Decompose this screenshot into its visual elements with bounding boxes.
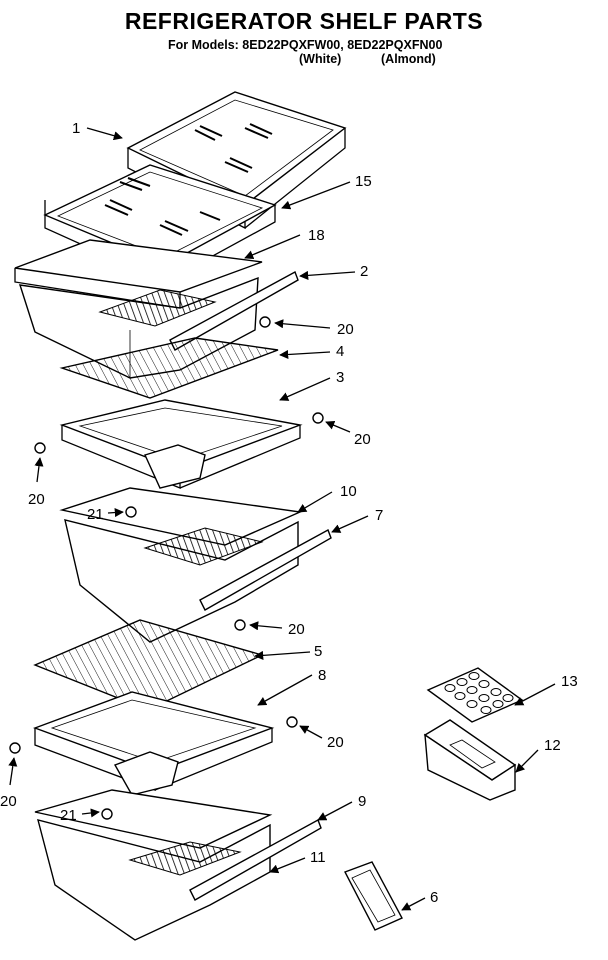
model-numbers: For Models: 8ED22PQXFW00, 8ED22PQXFN00 [168,38,443,52]
callout-21a: 21 [87,506,104,523]
part-8-shelf-frame [32,691,275,796]
part-3-shelf-frame [59,399,303,489]
part-13-egg-tray [426,667,524,723]
callout-21b: 21 [60,807,77,824]
part-6-bracket [344,861,403,931]
callout-7: 7 [375,507,383,524]
callout-11: 11 [310,849,326,866]
callout-2: 2 [360,263,368,280]
callout-20f: 20 [0,793,17,810]
callout-4: 4 [336,343,344,360]
callout-20e: 20 [327,734,344,751]
part-7-drawer-handle [199,528,332,611]
part-4-wire-shelf [59,337,279,399]
callout-9: 9 [358,793,366,810]
leader-lines [8,127,556,911]
callout-3: 3 [336,369,344,386]
callout-20b: 20 [354,431,371,448]
callout-18: 18 [308,227,325,244]
callout-6: 6 [430,889,438,906]
part-12-storage-bin [423,719,517,801]
callout-20c: 20 [28,491,45,508]
variant-white-label: (White) [299,52,342,66]
callout-12: 12 [544,737,561,754]
diagram-title: REFRIGERATOR SHELF PARTS [124,8,484,34]
variant-almond-label: (Almond) [381,52,436,66]
fastener-icons [9,316,324,820]
callout-10: 10 [340,483,357,500]
bottom-crisper-drawer [34,789,273,941]
callout-20a: 20 [337,321,354,338]
callout-5: 5 [314,643,322,660]
callout-13: 13 [561,673,578,690]
callout-20d: 20 [288,621,305,638]
part-10-crisper-drawer [59,487,303,643]
callout-15: 15 [355,173,372,190]
callout-8: 8 [318,667,326,684]
part-11-drawer-handle [189,818,322,901]
callout-1: 1 [72,120,80,137]
